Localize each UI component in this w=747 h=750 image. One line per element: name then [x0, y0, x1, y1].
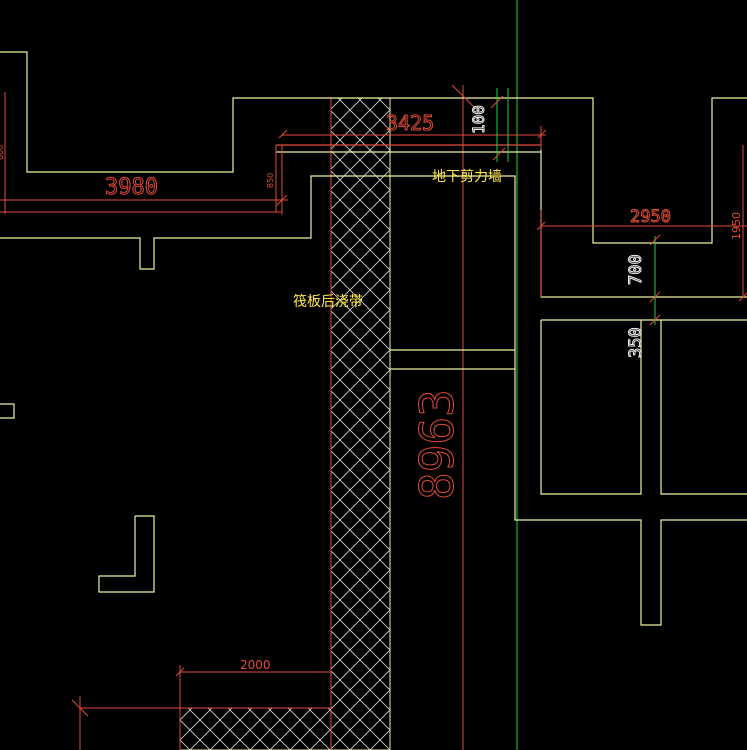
dim-350: 350 [626, 327, 646, 358]
post-pour-strip-hatch [330, 97, 391, 750]
dim-3980: 3980 [105, 175, 158, 200]
dimension-lines [0, 84, 747, 750]
dim-2950: 2950 [630, 207, 671, 227]
dim-1950: 1950 [730, 212, 743, 240]
dim-100: 100 [469, 105, 488, 134]
dim-left-edge: 600 [0, 145, 5, 160]
dim-700: 700 [626, 254, 646, 285]
dim-850: 850 [266, 173, 275, 188]
dim-8963: 8963 [410, 389, 464, 500]
label-shear-wall: 地下剪力墙 [432, 169, 502, 185]
label-post-pour-strip: 筏板后浇带 [293, 293, 363, 310]
post-pour-strip-hatch-bottom [179, 707, 332, 750]
dim-3425: 3425 [386, 111, 434, 135]
dim-2000: 2000 [240, 658, 271, 672]
